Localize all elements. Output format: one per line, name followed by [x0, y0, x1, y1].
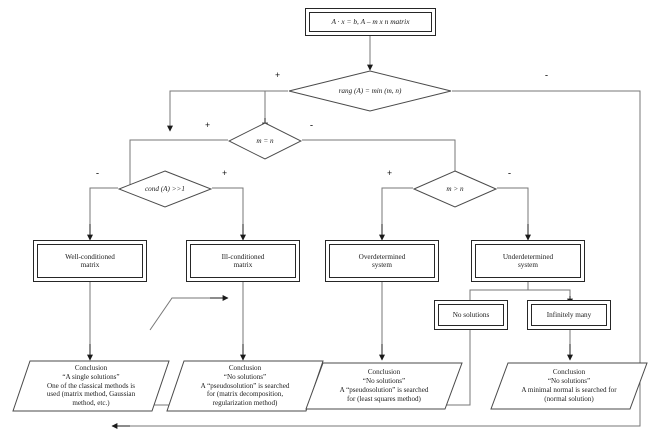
node-no-solutions: No solutions: [434, 300, 508, 330]
edge-label-mgtn-plus: +: [387, 168, 393, 178]
conclusion-pseudosolution-decomposition-shape: [166, 360, 324, 412]
conclusion-single-solution-shape: [12, 360, 170, 412]
edge-label-square-minus: -: [310, 120, 313, 130]
edge-label-rank-plus: +: [275, 70, 281, 80]
node-underdetermined-label: Underdetermined system: [502, 252, 554, 269]
decision-cond-shape: [118, 170, 212, 208]
conclusion-pseudosolution-lsq: Conclusion “No solutions” A “pseudosolut…: [305, 362, 463, 410]
conclusion-pseudosolution-decomposition: Conclusion “No solutions” A “pseudosolut…: [166, 360, 324, 412]
decision-rank: rang (A) = min (m, n): [288, 70, 452, 112]
decision-square: m = n: [228, 122, 302, 160]
decision-mgtn-label: m > n: [446, 185, 464, 193]
conclusion-pseudosolution-decomposition-label: Conclusion “No solutions” A “pseudosolut…: [200, 363, 290, 408]
decision-square-shape: [228, 122, 302, 160]
conclusion-single-solution-label: Conclusion “A single solutions” One of t…: [46, 363, 136, 408]
node-ill-conditioned-label: Ill-conditioned matrix: [221, 252, 265, 269]
conclusion-normal-solution-label: Conclusion “No solutions” A minimal norm…: [521, 368, 617, 403]
edge-label-rank-minus: -: [545, 70, 548, 80]
decision-mgtn-shape: [413, 170, 497, 208]
conclusion-normal-solution-shape: [490, 362, 648, 410]
conclusion-single-solution: Conclusion “A single solutions” One of t…: [12, 360, 170, 412]
node-start: A · x = b, A – m x n matrix: [305, 8, 436, 36]
decision-rank-shape: [288, 70, 452, 112]
node-well-conditioned: Well-conditioned matrix: [33, 240, 147, 282]
node-infinitely-many-label: Infinitely many: [546, 310, 592, 319]
node-well-conditioned-label: Well-conditioned matrix: [65, 252, 115, 269]
node-ill-conditioned: Ill-conditioned matrix: [186, 240, 300, 282]
node-underdetermined: Underdetermined system: [471, 240, 585, 282]
conclusion-pseudosolution-lsq-shape: [305, 362, 463, 410]
edge-label-mgtn-minus: -: [508, 168, 511, 178]
edge-label-cond-plus: +: [222, 168, 228, 178]
edge-label-square-plus: +: [205, 120, 211, 130]
edge-label-cond-minus: -: [96, 168, 99, 178]
node-overdetermined: Overdetermined system: [325, 240, 439, 282]
decision-rank-label: rang (A) = min (m, n): [338, 87, 402, 95]
decision-mgtn: m > n: [413, 170, 497, 208]
decision-cond: cond (A) >>1: [118, 170, 212, 208]
node-overdetermined-label: Overdetermined system: [358, 252, 406, 269]
node-start-label: A · x = b, A – m x n matrix: [331, 16, 410, 26]
node-no-solutions-label: No solutions: [452, 310, 490, 319]
conclusion-normal-solution: Conclusion “No solutions” A minimal norm…: [490, 362, 648, 410]
node-infinitely-many: Infinitely many: [527, 300, 611, 330]
decision-cond-label: cond (A) >>1: [144, 185, 186, 193]
decision-square-label: m = n: [256, 137, 274, 145]
conclusion-pseudosolution-lsq-label: Conclusion “No solutions” A “pseudosolut…: [339, 368, 429, 403]
